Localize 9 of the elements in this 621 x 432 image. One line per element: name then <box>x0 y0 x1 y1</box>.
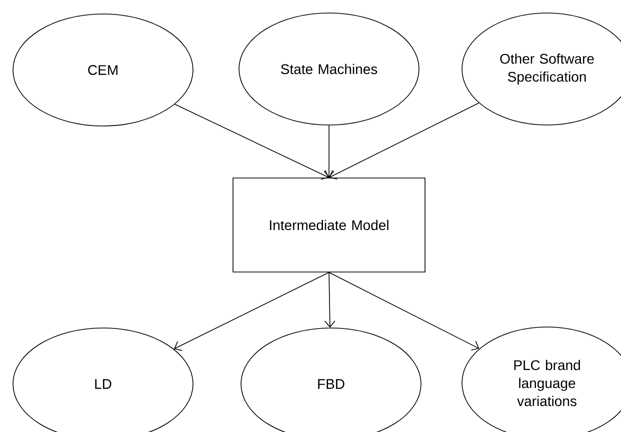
arrow <box>174 272 330 351</box>
ellipse-node: CEM <box>12 14 194 126</box>
arrow <box>174 104 329 180</box>
arrow <box>324 125 334 178</box>
arrow <box>328 272 480 350</box>
process-box: Intermediate Model <box>232 178 426 272</box>
ellipse-node: State Machines <box>238 12 420 126</box>
arrow <box>329 102 480 180</box>
arrow <box>324 272 336 328</box>
